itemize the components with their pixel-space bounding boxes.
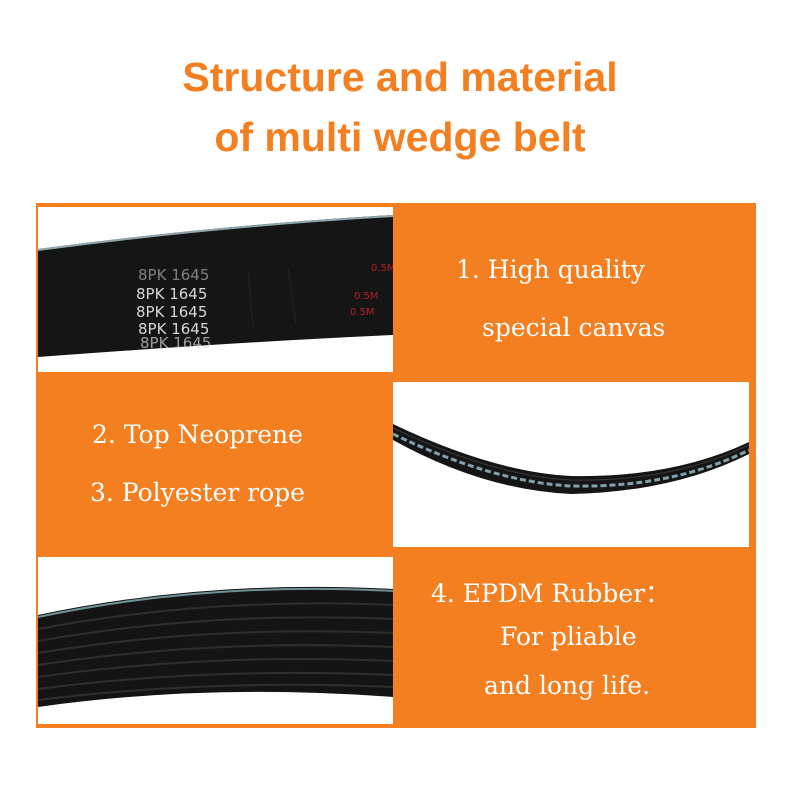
belt-side-photo	[393, 382, 749, 547]
belt-code-4: 8PK 1645	[138, 320, 209, 338]
feature-epdm-line-3: and long life.	[484, 671, 651, 700]
belt-code-5: 8PK 1645	[140, 334, 211, 352]
belt-ribs-photo	[38, 557, 393, 724]
feature-epdm-line-2: For pliable	[500, 622, 637, 651]
belt-print-image: 8PK 1645 8PK 1645 8PK 1645 8PK 1645 8PK …	[38, 215, 393, 357]
belt-print-photo: 8PK 1645 8PK 1645 8PK 1645 8PK 1645 8PK …	[38, 207, 393, 372]
feature-neoprene-line: 2. Top Neoprene	[92, 420, 303, 449]
feature-canvas-line-1: 1. High quality	[456, 255, 645, 284]
belt-mark-2: 0.5M	[354, 291, 379, 302]
belt-code-2: 8PK 1645	[136, 285, 207, 303]
page-title-line-1: Structure and material	[182, 54, 618, 100]
belt-mark-3: 0.5M	[350, 307, 375, 318]
feature-polyester-line: 3. Polyester rope	[90, 478, 305, 507]
belt-side-image	[393, 424, 749, 494]
feature-canvas-line-2: special canvas	[482, 313, 666, 342]
page-title-line-2: of multi wedge belt	[214, 114, 586, 160]
feature-epdm-line-1: 4. EPDM Rubber：	[431, 579, 671, 608]
belt-code-3: 8PK 1645	[136, 303, 207, 321]
belt-code-1: 8PK 1645	[138, 266, 209, 284]
belt-mark-1: 0.5M	[371, 263, 393, 274]
belt-ribs-image	[38, 586, 393, 707]
